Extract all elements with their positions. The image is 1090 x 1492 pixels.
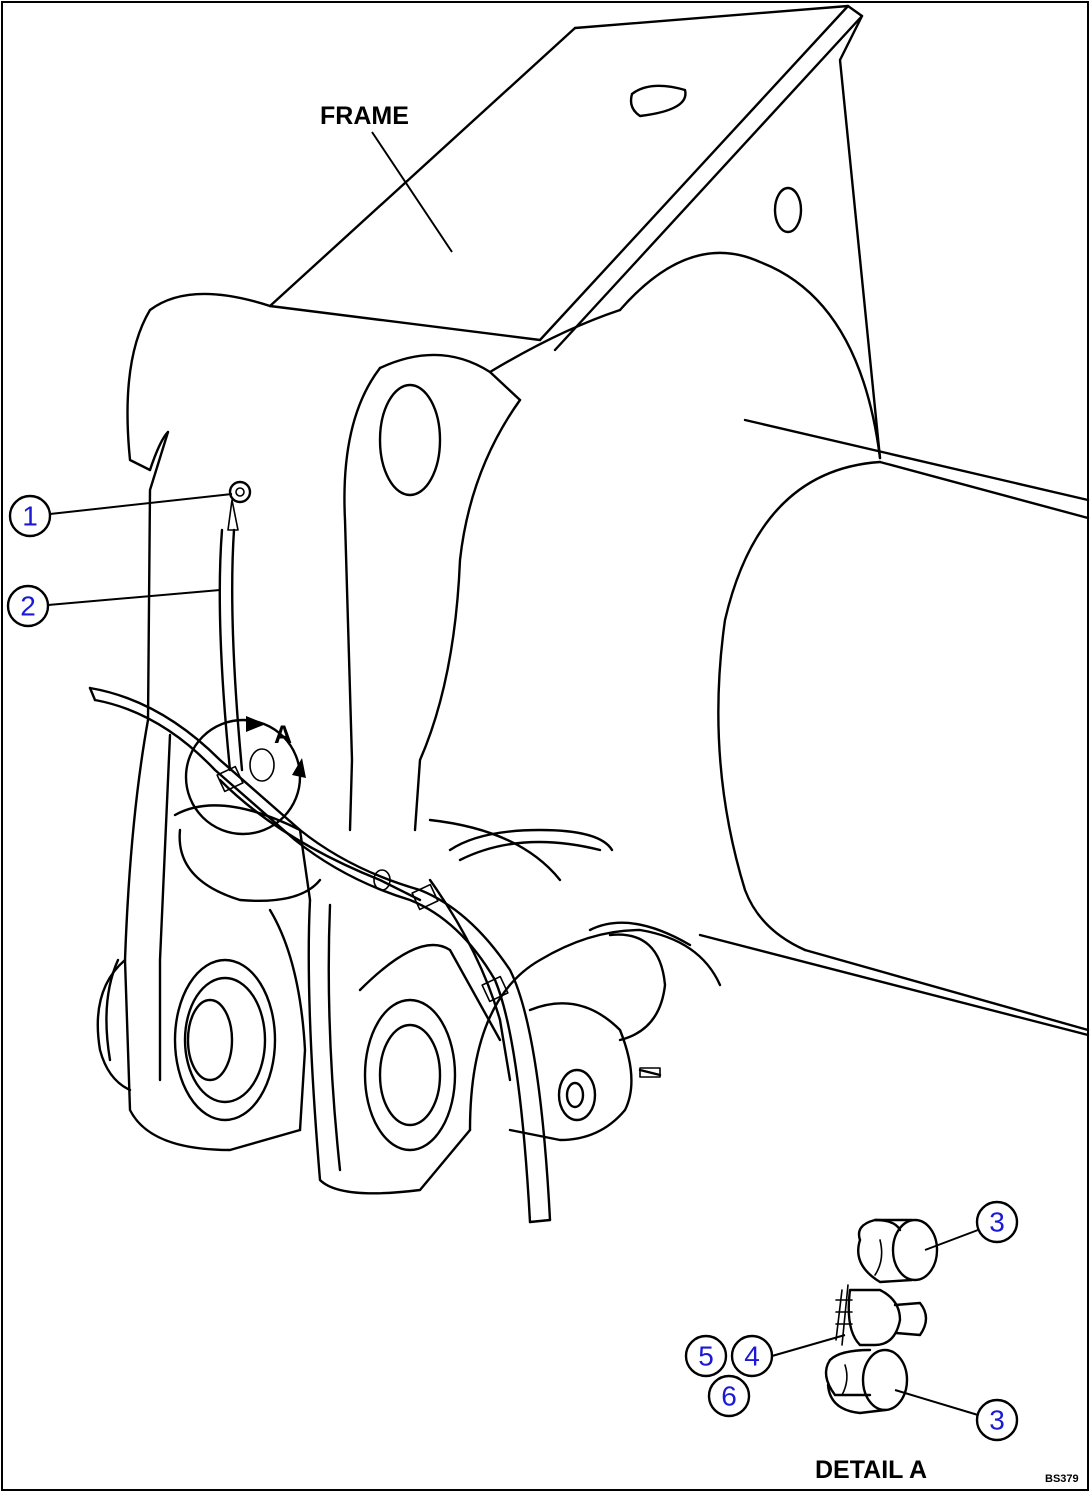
- callout-number: 5: [698, 1341, 714, 1372]
- lower-links: [96, 718, 722, 1195]
- reference-code: BS379: [1045, 1473, 1079, 1485]
- callout-2: 2: [6, 584, 221, 628]
- view-arrow-icon: [292, 758, 306, 778]
- frame-body: [126, 4, 1090, 1037]
- wire-harness: [88, 480, 552, 1224]
- frame-label: FRAME: [320, 102, 409, 130]
- detail-a-circle: A: [184, 716, 306, 836]
- view-arrow-icon: [246, 716, 266, 732]
- callout-3-bottom: 3: [894, 1389, 1019, 1442]
- callout-number: 2: [20, 591, 36, 622]
- detail-a-label: DETAIL A: [815, 1456, 927, 1484]
- callout-number: 3: [989, 1405, 1005, 1436]
- callout-6: 6: [707, 1374, 751, 1418]
- view-letter: A: [274, 721, 292, 749]
- callout-3-top: 3: [924, 1200, 1019, 1251]
- callout-number: 1: [22, 501, 38, 532]
- callout-number: 3: [989, 1207, 1005, 1238]
- callout-number: 6: [721, 1381, 737, 1412]
- callout-4: 4: [730, 1334, 846, 1378]
- callout-number: 4: [744, 1341, 760, 1372]
- frame-leader: [371, 131, 453, 253]
- callout-5: 5: [684, 1334, 728, 1378]
- detail-a-inset: [824, 1218, 939, 1415]
- callout-1: 1: [8, 493, 233, 538]
